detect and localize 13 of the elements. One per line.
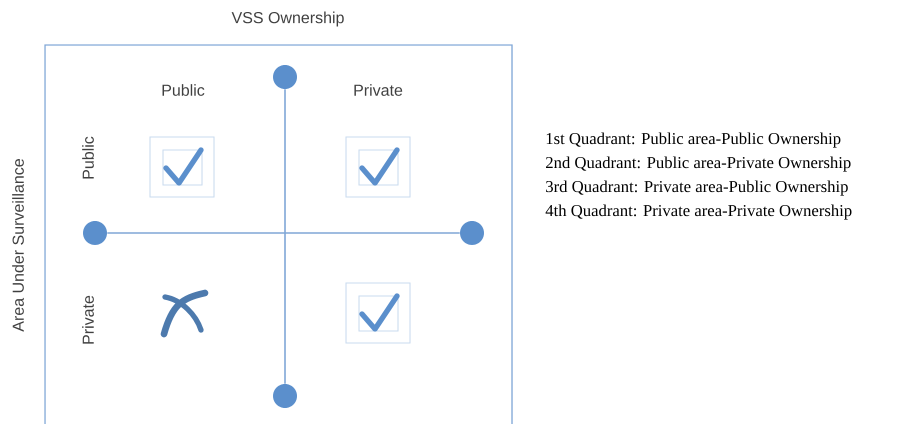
- category-label: Public: [82, 136, 94, 178]
- quadrant-note: 2nd Quadrant: Public area-Private Ownership: [546, 156, 851, 172]
- axis-dot: [83, 221, 107, 245]
- quadrant-note: 3rd Quadrant: Private area-Public Ownership: [546, 180, 848, 196]
- category-label: Private: [354, 84, 402, 96]
- axis-line: [284, 89, 286, 384]
- axis-line: [107, 232, 460, 234]
- quadrant-note: 1st Quadrant: Public area-Public Ownership: [546, 132, 840, 148]
- category-label: Private: [82, 296, 94, 344]
- axis-dot: [273, 384, 297, 408]
- category-label: Public: [162, 84, 204, 96]
- axis-dot: [460, 221, 484, 245]
- axis-dot: [273, 65, 297, 89]
